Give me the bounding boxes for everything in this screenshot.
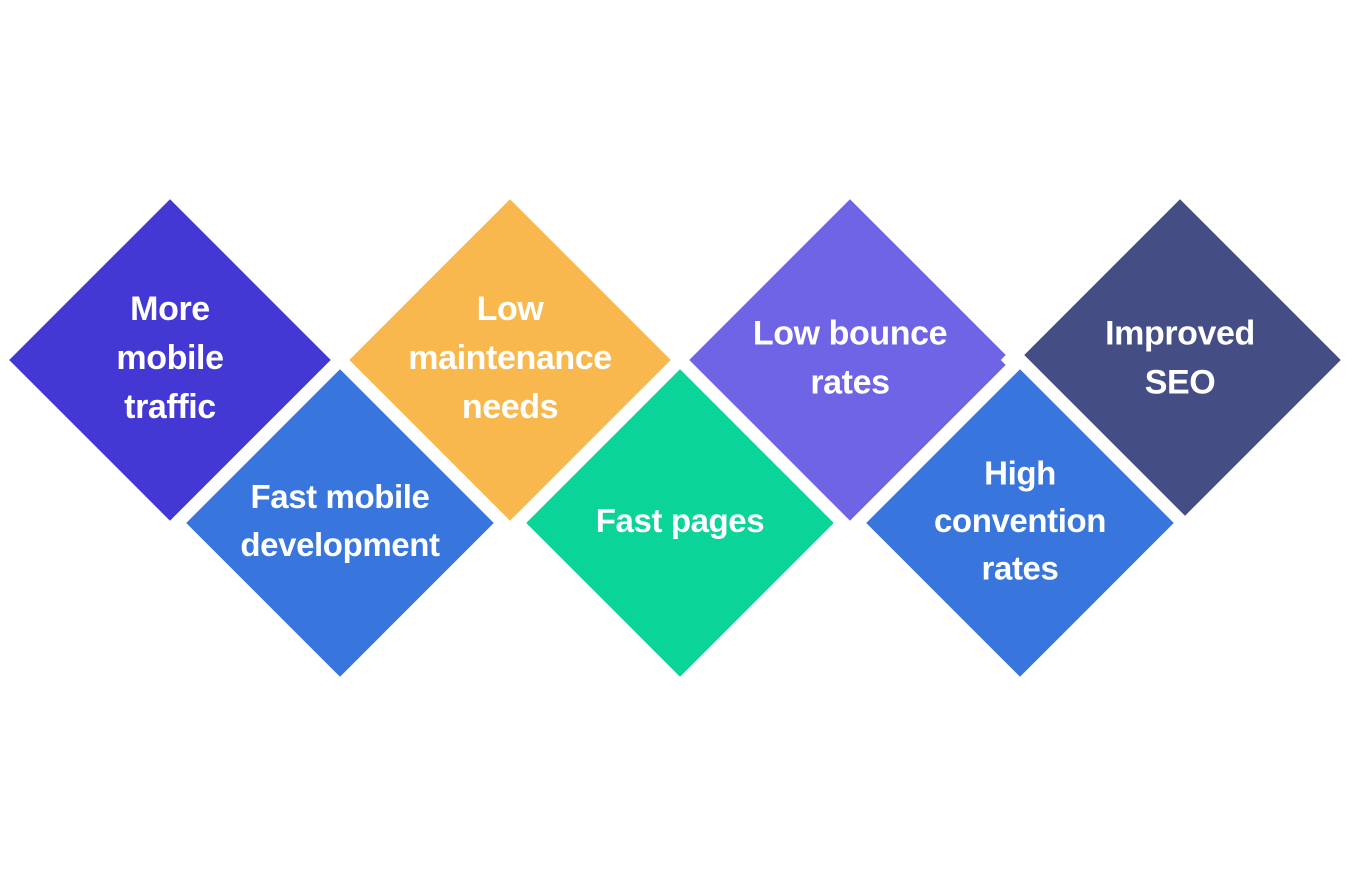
- diamond-label-high-convention-rates: High convention rates: [934, 454, 1106, 586]
- label-line: mobile: [116, 339, 223, 377]
- diamond-shape: [847, 350, 1193, 696]
- label-line: More: [130, 290, 210, 328]
- diamond-label-more-mobile-traffic: More mobile traffic: [116, 290, 223, 426]
- diamond-label-low-maintenance-needs: Low maintenance needs: [408, 290, 611, 426]
- diamond-shape: [167, 350, 513, 696]
- label-line: traffic: [124, 388, 216, 426]
- label-line: development: [240, 525, 440, 562]
- label-line: maintenance: [408, 339, 611, 377]
- label-line: Fast mobile: [251, 478, 430, 515]
- bottom-row-nodes: Fast mobile development Fast pages High conv…: [167, 350, 1193, 696]
- label-line: Fast pages: [596, 502, 764, 539]
- diamond-label-low-bounce-rates: Low bounce rates: [753, 315, 947, 402]
- diamond-node-fast-pages[interactable]: Fast pages: [507, 350, 853, 696]
- label-line: Improved: [1105, 315, 1255, 353]
- diamond-label-fast-pages: Fast pages: [596, 502, 764, 539]
- diamond-node-high-convention-rates[interactable]: High convention rates: [847, 350, 1193, 696]
- label-line: rates: [810, 363, 889, 401]
- label-line: rates: [982, 549, 1059, 586]
- label-line: Low bounce: [753, 315, 947, 353]
- label-line: needs: [462, 388, 558, 426]
- label-line: SEO: [1145, 363, 1216, 401]
- diamond-label-fast-mobile-development: Fast mobile development: [240, 478, 440, 563]
- diamond-node-fast-mobile-development[interactable]: Fast mobile development: [167, 350, 513, 696]
- label-line: Low: [477, 290, 545, 328]
- label-line: convention: [934, 502, 1106, 539]
- diamond-shape: [507, 350, 853, 696]
- label-line: High: [984, 454, 1056, 491]
